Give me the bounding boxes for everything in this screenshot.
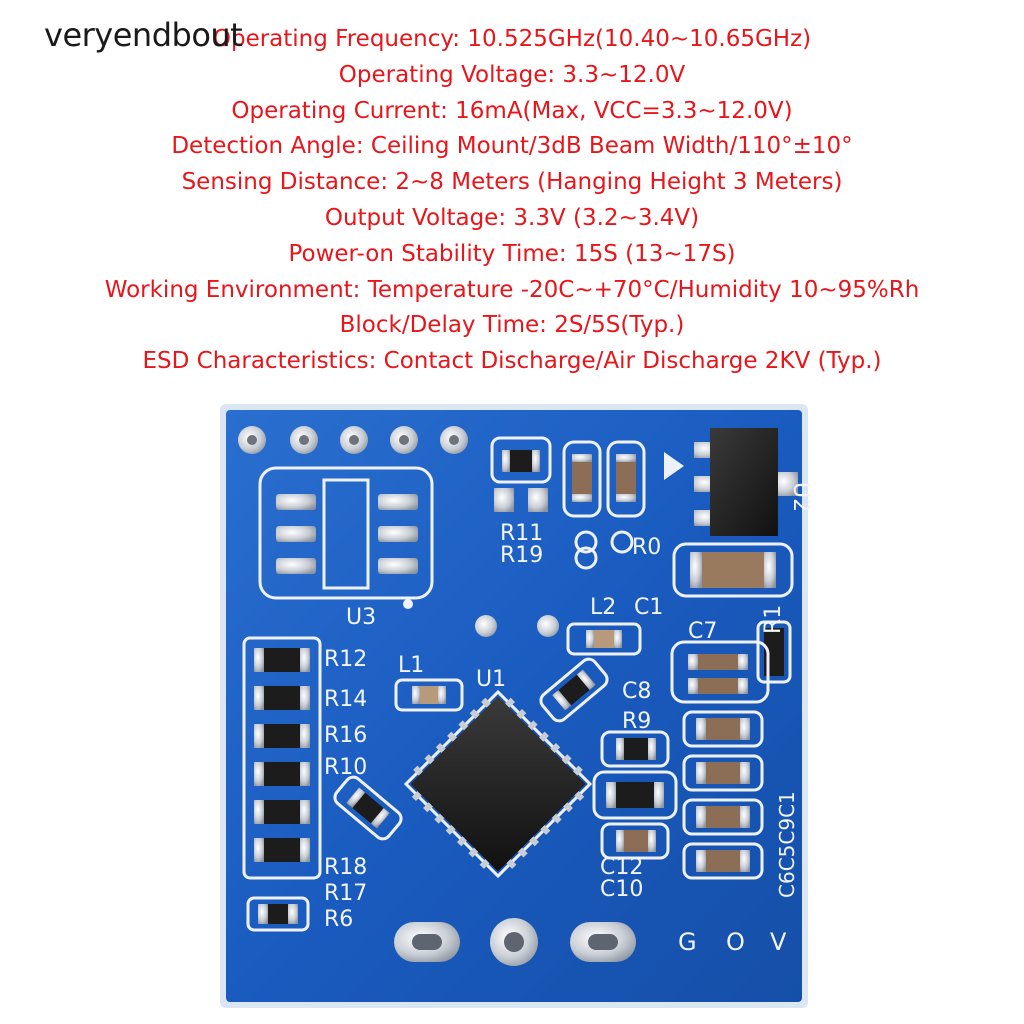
spec-operating-current: Operating Current: 16mA(Max, VCC=3.3~12.… (231, 97, 793, 124)
diagonal-capacitor (539, 657, 609, 723)
spec-operating-voltage: Operating Voltage: 3.3~12.0V (338, 61, 686, 88)
label-l1: L1 (398, 653, 424, 678)
spec-operating-frequency: Operating Frequency: 10.525GHz(10.40~10.… (212, 26, 812, 52)
spec-output-voltage: Output Voltage: 3.3V (3.2~3.4V) (324, 204, 700, 231)
brand-watermark: veryendbout (44, 16, 243, 54)
spec-detection-angle: Detection Angle: Ceiling Mount/3dB Beam … (171, 133, 853, 160)
label-r10: R10 (324, 755, 367, 780)
label-r11: R11 (500, 521, 543, 546)
label-c10: C10 (600, 877, 643, 902)
right-capacitor-column (670, 640, 770, 880)
u1-chip (403, 689, 593, 879)
u3-footprint (258, 466, 434, 609)
l1-inductor (394, 678, 464, 712)
label-r0: R0 (632, 535, 661, 560)
header-pins (238, 426, 468, 454)
label-u3: U3 (346, 605, 376, 630)
label-u1: U1 (476, 667, 506, 692)
label-c12: C12 (600, 855, 643, 880)
spec-sensing-distance: Sensing Distance: 2~8 Meters (Hanging He… (181, 169, 843, 196)
r6-component (246, 896, 310, 932)
spec-block-delay-time: Block/Delay Time: 2S/5S(Typ.) (339, 312, 685, 339)
label-c7: C7 (688, 619, 717, 644)
label-r19: R19 (500, 543, 543, 568)
label-r1: R1 (761, 605, 786, 634)
l2-inductor (566, 622, 642, 656)
spec-list: Operating Frequency: 10.525GHz(10.40~10.… (0, 22, 1024, 380)
top-smd-group (490, 436, 646, 570)
mid-right-components (592, 730, 678, 860)
large-capacitor (672, 542, 794, 598)
label-r6: R6 (324, 907, 353, 932)
label-r9: R9 (622, 709, 651, 734)
label-pin-v: V (770, 928, 787, 956)
spec-working-environment: Working Environment: Temperature -20C~+7… (104, 276, 920, 303)
pcb-illustration: U3 R11 R19 R0 L2 C1 C7 R12 L1 U1 C8 R14 … (220, 404, 810, 1008)
label-caps-right: C6C5C9C1 (775, 791, 799, 898)
spec-esd-characteristics: ESD Characteristics: Contact Discharge/A… (142, 348, 882, 375)
r10-diagonal (333, 775, 403, 841)
label-pin-g: G (678, 928, 697, 956)
via-1 (475, 615, 497, 637)
label-r12: R12 (324, 647, 367, 672)
bottom-pin-pads (394, 918, 636, 966)
label-r18: R18 (324, 855, 367, 880)
label-r14: R14 (324, 687, 367, 712)
label-pin-o: O (726, 928, 745, 956)
radar-module-board: U3 R11 R19 R0 L2 C1 C7 R12 L1 U1 C8 R14 … (218, 402, 810, 1010)
via-2 (537, 615, 559, 637)
label-r16: R16 (324, 723, 367, 748)
spec-power-on-stability: Power-on Stability Time: 15S (13~17S) (288, 240, 736, 267)
label-r17: R17 (324, 881, 367, 906)
label-c8: C8 (622, 679, 651, 704)
left-resistor-column (242, 636, 322, 880)
label-c1: C1 (634, 595, 663, 620)
u2-regulator (664, 428, 798, 536)
label-l2: L2 (590, 595, 616, 620)
label-u2: U2 (788, 482, 810, 512)
